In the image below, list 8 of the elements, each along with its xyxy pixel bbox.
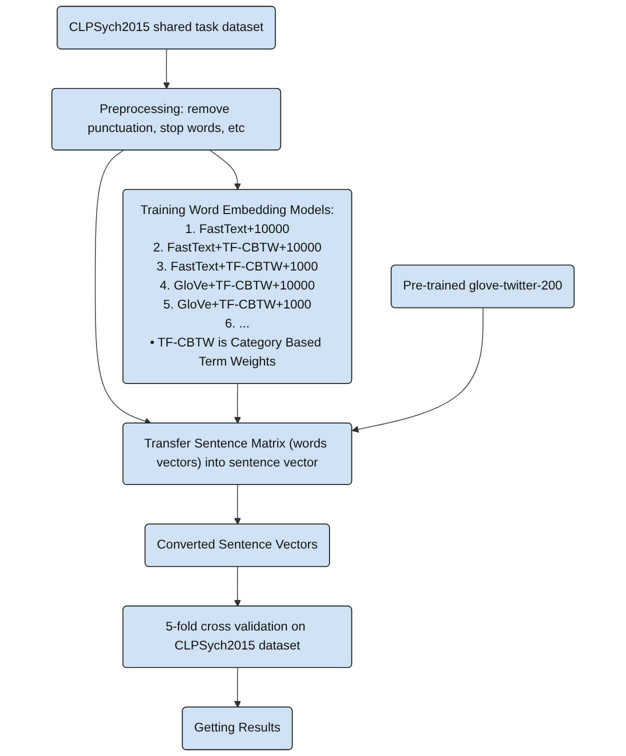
arrow bbox=[352, 308, 484, 433]
arrow bbox=[234, 668, 242, 708]
arrow bbox=[234, 566, 242, 607]
arrow bbox=[234, 484, 242, 525]
arrow bbox=[163, 48, 170, 90]
arrow bbox=[234, 384, 242, 424]
arrow bbox=[210, 150, 242, 190]
arrow bbox=[94, 150, 152, 425]
